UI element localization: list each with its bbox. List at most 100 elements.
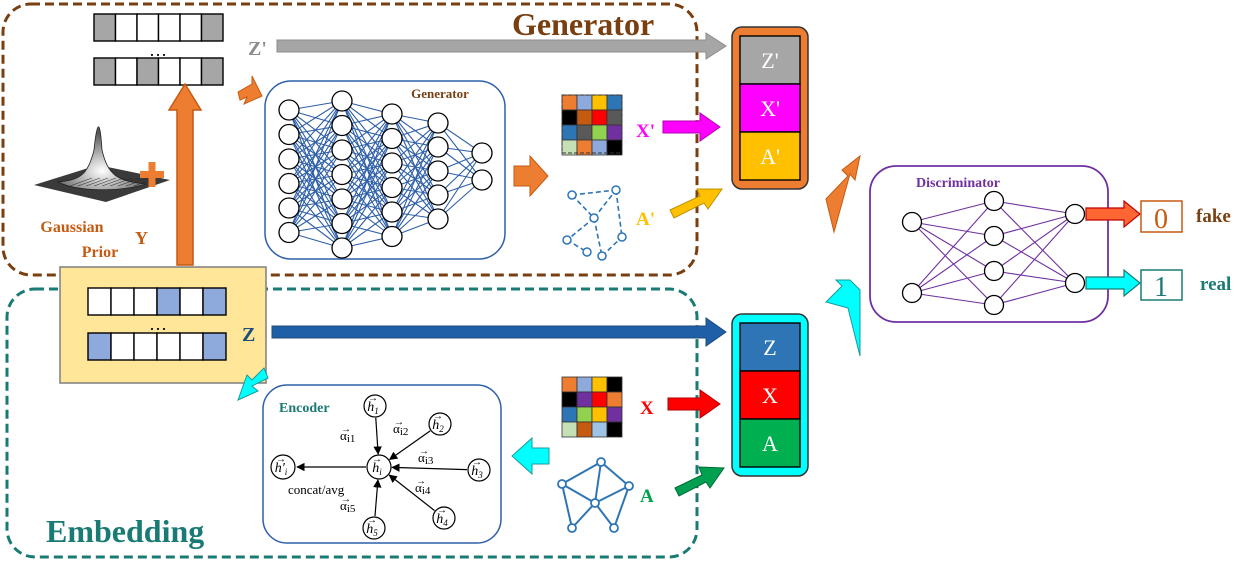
fake-matrix-cell xyxy=(606,139,623,156)
fake-matrix-cell xyxy=(561,94,578,111)
fake-vector-cell xyxy=(93,57,117,86)
generator-title: Generator xyxy=(512,6,654,42)
fake-stack-cell xyxy=(739,35,801,85)
fake-latent-vector xyxy=(93,13,224,86)
real-latent-panel xyxy=(59,266,267,384)
real-matrix-cell xyxy=(576,406,593,423)
discriminator-neuron xyxy=(901,282,923,304)
real-matrix-cell xyxy=(576,376,593,393)
fake-matrix-cell xyxy=(561,109,578,126)
real-stack-cell-label: Z xyxy=(763,335,776,360)
fake-vector-cell xyxy=(157,57,181,86)
generator-network-label: Generator xyxy=(411,86,469,101)
real-vector-cell xyxy=(156,332,181,361)
graph-to-encoder-arrow xyxy=(511,436,550,476)
fake-stack-cell xyxy=(739,131,801,181)
fake-matrix-cell xyxy=(576,94,593,111)
real-matrix-cell xyxy=(561,406,578,423)
svg-text:→: → xyxy=(416,476,426,487)
generator-neuron xyxy=(331,188,353,210)
fake-matrix-cell xyxy=(561,124,578,141)
fake-embedding-stack: Z'X'A' xyxy=(731,26,809,190)
fake-matrix-cell xyxy=(591,94,608,111)
generator-neuron xyxy=(471,169,493,191)
generator-neuron xyxy=(331,90,353,112)
generator-neuron xyxy=(278,123,300,146)
fake-stack-cell-label: A' xyxy=(760,144,780,169)
real-output-arrow xyxy=(1085,268,1141,298)
generator-neuron xyxy=(278,221,300,244)
fake-stack-cell xyxy=(739,83,801,133)
real-matrix-cell xyxy=(606,421,623,438)
generator-neuron xyxy=(471,142,493,164)
discriminator-neuron xyxy=(901,211,923,233)
output-node-label: h'i xyxy=(275,461,288,477)
fake-matrix-cell xyxy=(576,124,593,141)
z-prime-label: Z' xyxy=(248,38,267,60)
real-output-name: real xyxy=(1200,274,1231,295)
fake-feature-matrix xyxy=(561,94,623,156)
generator-neuron xyxy=(381,176,403,199)
generator-neuron xyxy=(381,127,403,150)
fake-vector-cell xyxy=(179,57,203,86)
real-to-discriminator-arrow xyxy=(825,279,861,357)
real-vector-cell xyxy=(202,332,227,361)
discriminator-neuron xyxy=(983,225,1005,247)
real-output-value: 1 xyxy=(1154,272,1168,303)
fake-matrix-cell xyxy=(606,94,623,111)
discriminator-neuron xyxy=(983,190,1005,212)
attention-weight-label: αi5 xyxy=(340,498,356,515)
generator-neuron xyxy=(381,152,403,174)
aggregation-label: concat/avg xyxy=(288,482,345,497)
generator-neuron xyxy=(278,197,300,219)
svg-text:→: → xyxy=(437,505,447,516)
real-matrix-cell xyxy=(606,376,623,393)
fake-vector-cell xyxy=(114,13,138,42)
real-stack-cell xyxy=(739,370,801,420)
fake-vector-cell xyxy=(179,13,203,42)
y-label: Y xyxy=(135,228,148,248)
neighbor-node xyxy=(363,394,387,418)
center-node xyxy=(366,454,392,480)
svg-text:→: → xyxy=(419,446,429,457)
generator-neuron xyxy=(331,163,353,186)
embedding-region xyxy=(5,287,699,559)
center-node-label: hi xyxy=(372,461,382,477)
svg-text:→: → xyxy=(394,417,404,428)
encoder-attention-graph: h1→αi1→h2→αi2→h3→αi3→h4→αi4→h5→αi5→hi→h'… xyxy=(270,393,491,540)
fake-vector-cell xyxy=(93,13,117,42)
prior-label: Prior xyxy=(82,244,118,261)
x-prime-arrow xyxy=(662,112,721,142)
fake-output-name: fake xyxy=(1196,206,1231,227)
generator-region xyxy=(1,2,699,277)
discriminator-neuron xyxy=(983,260,1005,282)
real-stack-cell-label: X xyxy=(762,383,778,408)
generator-neuron xyxy=(381,103,403,125)
fake-vector-cell xyxy=(136,57,160,86)
discriminator-neuron xyxy=(1064,203,1086,225)
real-vector-cell xyxy=(156,287,181,316)
generator-neuron xyxy=(381,201,403,223)
a-prime-arrow xyxy=(669,188,723,219)
real-feature-matrix xyxy=(561,376,623,438)
fake-stack-cell-label: X' xyxy=(760,96,780,121)
svg-text:→: → xyxy=(341,424,351,435)
gaussian-label: Gaussian xyxy=(40,219,103,236)
encoder-to-z-arrow xyxy=(237,367,269,401)
fake-matrix-cell xyxy=(576,109,593,126)
real-matrix-cell xyxy=(561,376,578,393)
svg-text:→: → xyxy=(433,411,443,422)
generator-neuron xyxy=(278,148,300,170)
embedding-title: Embedding xyxy=(46,513,204,549)
generator-neuron xyxy=(381,225,403,248)
svg-text:→: → xyxy=(341,494,351,505)
real-vector-cell xyxy=(133,332,158,361)
fake-vector-ellipsis: … xyxy=(149,40,167,60)
x-label: X xyxy=(640,398,654,419)
encoder-label: Encoder xyxy=(279,401,330,416)
discriminator-neuron xyxy=(983,294,1005,316)
real-vector-cell xyxy=(110,332,135,361)
generator-neuron xyxy=(427,208,449,230)
generator-neuron xyxy=(331,212,353,235)
real-vector-cell xyxy=(202,287,227,316)
